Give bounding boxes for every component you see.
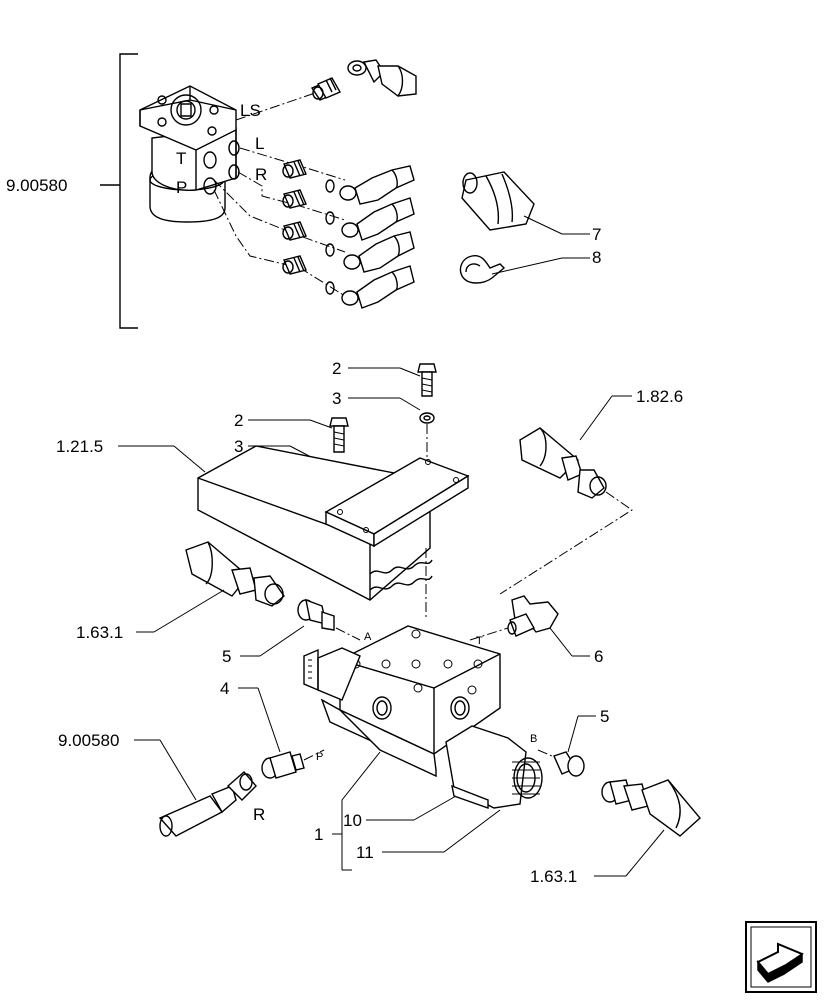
item-8-label: 8 [592,248,601,267]
port-t-label: T [176,149,186,168]
ref-1215-label: 1.21.5 [56,437,103,456]
bolt-upper [348,363,437,462]
directional-valve [303,625,543,809]
port-a-fitting [240,598,361,657]
port-p-fitting [238,687,325,779]
item-5-left-label: 5 [222,647,231,666]
next-page-arrow-icon[interactable] [745,921,817,993]
port-fittings [282,159,335,295]
callout-labels: 9.00580 LS L T R P 7 8 2 3 2 3 1.21.5 1.… [6,101,683,886]
hose-r-label: R [253,805,265,824]
return-hose [499,395,633,595]
ref-steering-top: 9.00580 [6,176,67,195]
hoses-steering [339,165,415,309]
tank-elbow [469,595,590,657]
ref-steering-bottom-label: 9.00580 [58,731,119,750]
port-t-small-label: T [476,635,483,647]
pressure-hose-right [594,779,701,877]
item-5-right-label: 5 [600,707,609,726]
port-a-small-label: A [364,631,372,643]
item-4-label: 4 [220,679,229,698]
ls-hose [347,59,417,97]
ls-fitting [310,77,341,101]
item-11-label: 11 [356,843,374,862]
steering-hose-lower [134,739,257,837]
item-6-label: 6 [594,647,603,666]
mounting-plate [324,457,470,618]
ref-1826-label: 1.82.6 [636,387,683,406]
hose-clip [459,254,590,284]
port-b-fitting [537,715,596,777]
valve-leaders [332,751,501,871]
item-2a-label: 2 [332,359,341,378]
port-b-small-label: B [530,733,537,745]
port-r-label: R [255,165,267,184]
item-3a-label: 3 [332,389,341,408]
port-p-small-label: P [316,751,323,763]
ref-1631-left-label: 1.63.1 [76,623,123,642]
item-3b-label: 3 [234,437,243,456]
port-p-label: P [176,178,187,197]
group-bracket-top [100,53,138,329]
port-ls-label: LS [240,101,261,120]
flow-lines-top [213,91,346,297]
item-7-label: 7 [592,225,601,244]
item-1-label: 1 [314,825,323,844]
protective-sleeve [461,171,590,235]
item-2b-label: 2 [234,411,243,430]
port-l-label: L [255,134,264,153]
pressure-hose-left [136,541,285,633]
ref-1631-right-label: 1.63.1 [530,867,577,886]
item-10-label: 10 [343,811,362,830]
steering-unit [139,85,240,223]
